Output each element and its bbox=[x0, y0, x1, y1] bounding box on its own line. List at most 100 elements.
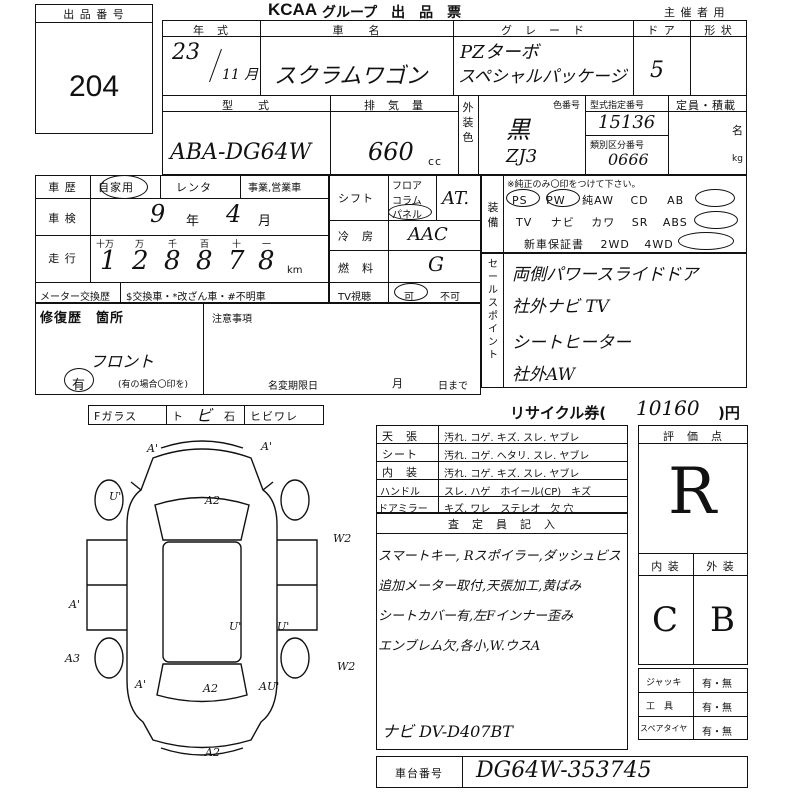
equipment-line3: 新車保証書 2WD 4WD bbox=[524, 236, 674, 252]
tv-yes-circle bbox=[394, 283, 428, 301]
damage-mark: U' bbox=[109, 490, 121, 503]
recycle-label: リサイクル券( bbox=[510, 404, 607, 422]
damage-mark: U' bbox=[277, 620, 289, 633]
fuel-value: G bbox=[428, 252, 444, 276]
label-model: 型 式 bbox=[222, 99, 270, 112]
accessory-value: 有・無 bbox=[702, 703, 732, 714]
label-repair: 修復歴 箇所 bbox=[40, 311, 125, 326]
sales-points-block bbox=[481, 253, 747, 388]
damage-mark: A2 bbox=[204, 494, 220, 507]
cc-unit: cc bbox=[428, 155, 443, 168]
mileage-unit: 万 bbox=[135, 240, 145, 250]
sales-point-1: 両側パワースライドドア bbox=[512, 265, 699, 285]
mileage-digit: 8 bbox=[164, 246, 181, 276]
label-chassis: 車台番号 bbox=[395, 767, 443, 780]
history-rental: レンタ bbox=[176, 181, 212, 194]
tv-option-no: 不可 bbox=[440, 292, 460, 303]
interior-row-options: 汚れ. コゲ. キズ. スレ. ヤブレ bbox=[444, 433, 580, 444]
equipment-block bbox=[481, 175, 747, 253]
interior-row-options: 汚れ. コゲ. ヘタリ. スレ. ヤブレ bbox=[444, 451, 590, 462]
label-mileage: 走 行 bbox=[48, 252, 77, 265]
label-shift: シフト bbox=[338, 192, 374, 205]
mileage-unit: 千 bbox=[168, 240, 178, 250]
value-class-no: 0666 bbox=[608, 150, 649, 169]
interior-row-label: シート bbox=[382, 448, 418, 461]
label-color-no: 色番号 bbox=[553, 101, 581, 111]
equip-ab: AB bbox=[667, 194, 685, 207]
equip-4wd: 4WD bbox=[644, 238, 674, 251]
interior-grade: C bbox=[652, 600, 679, 640]
accessory-label: 工 具 bbox=[646, 702, 674, 712]
label-history: 車 歴 bbox=[48, 181, 77, 194]
capacity-unit: 名 bbox=[732, 124, 744, 137]
value-doors: 5 bbox=[650, 58, 664, 83]
equip-cd: CD bbox=[630, 194, 649, 207]
equip-ps-circle bbox=[506, 189, 540, 207]
inspector-line-5: ナビ DV-D407BT bbox=[382, 722, 513, 741]
equip-leather: カワ bbox=[591, 216, 616, 229]
history-business: 事業,営業車 bbox=[248, 183, 302, 194]
label-exterior-color: 外装色 bbox=[462, 101, 474, 144]
exterior-grade: B bbox=[710, 600, 735, 640]
inspector-block bbox=[376, 513, 628, 750]
interior-row-label: 天 張 bbox=[382, 430, 418, 443]
damage-mark: A2 bbox=[202, 682, 218, 695]
shift-floor: フロア bbox=[392, 181, 422, 192]
mileage-digit: 8 bbox=[196, 246, 213, 276]
label-capacity: 定員・積載 bbox=[676, 99, 736, 112]
ac-value: AAC bbox=[408, 224, 448, 245]
damage-mark: W2 bbox=[333, 532, 351, 545]
label-fuel: 燃 料 bbox=[338, 262, 374, 275]
label-inspector: 査 定 員 記 入 bbox=[448, 518, 556, 531]
history-private-circle bbox=[100, 175, 148, 199]
label-interior-grade: 内 装 bbox=[651, 560, 680, 573]
label-name-change: 名変期限日 bbox=[268, 381, 318, 392]
chassis-block bbox=[376, 756, 748, 788]
label-inspection: 車 検 bbox=[48, 212, 77, 225]
meter-options: $交換車・*改ざん車・#不明車 bbox=[126, 292, 266, 303]
value-color-code: ZJ3 bbox=[506, 146, 538, 167]
inspection-year-unit: 年 bbox=[186, 214, 201, 229]
label-equipment: 装備 bbox=[487, 201, 499, 229]
label-grade: グ レ ー ド bbox=[501, 24, 585, 37]
glass-block bbox=[88, 405, 324, 425]
repair-block bbox=[35, 303, 481, 395]
label-notes: 注意事項 bbox=[212, 314, 252, 325]
shift-column: コラム bbox=[392, 196, 422, 207]
equip-abs-circle bbox=[694, 211, 738, 229]
accessory-value: 有・無 bbox=[702, 727, 732, 738]
lot-label: 出 品 番 号 bbox=[63, 8, 125, 21]
equip-abs: ABS bbox=[662, 216, 688, 229]
glass-value: ビ bbox=[196, 406, 213, 425]
shift-panel-circle bbox=[388, 204, 432, 220]
interior-row-options: 汚れ. コゲ. キズ. スレ. ヤブレ bbox=[444, 469, 580, 480]
label-exterior-grade: 外 装 bbox=[706, 560, 735, 573]
damage-mark: A' bbox=[146, 442, 158, 455]
rating-score: R bbox=[668, 455, 717, 529]
mileage-unit: 十万 bbox=[96, 240, 115, 250]
sponsor-label: 主 催 者 用 bbox=[664, 6, 726, 19]
label-year: 年 式 bbox=[193, 24, 229, 37]
equip-navi: ナビ bbox=[550, 216, 575, 229]
equip-2wd: 2WD bbox=[600, 238, 630, 251]
equip-tv: TV bbox=[516, 216, 533, 229]
value-month: 11 月 bbox=[222, 67, 259, 83]
interior-row-options: スレ. ハゲ ホイール(CP) キズ bbox=[444, 487, 592, 498]
value-displacement: 660 bbox=[368, 138, 414, 166]
label-meter-change: メーター交換歴 bbox=[40, 292, 110, 303]
value-color: 黒 bbox=[506, 116, 530, 144]
inspection-month-unit: 月 bbox=[258, 214, 273, 229]
value-grade-2: スペシャルパッケージ bbox=[458, 67, 627, 87]
damage-mark: A3 bbox=[64, 652, 80, 665]
damage-mark: A2 bbox=[204, 746, 220, 759]
equip-warranty: 新車保証書 bbox=[524, 238, 584, 251]
label-car-name: 車 名 bbox=[332, 24, 381, 37]
glass-label-crack: ヒビワレ bbox=[250, 410, 298, 423]
damage-mark: A' bbox=[260, 440, 272, 453]
label-displacement: 排 気 量 bbox=[364, 99, 424, 112]
recycle-unit: )円 bbox=[718, 404, 740, 422]
mileage-digit: 7 bbox=[228, 246, 245, 276]
equip-4wd-circle bbox=[678, 232, 734, 250]
sales-point-2: 社外ナビ TV bbox=[512, 297, 610, 317]
main-frame bbox=[162, 20, 747, 175]
